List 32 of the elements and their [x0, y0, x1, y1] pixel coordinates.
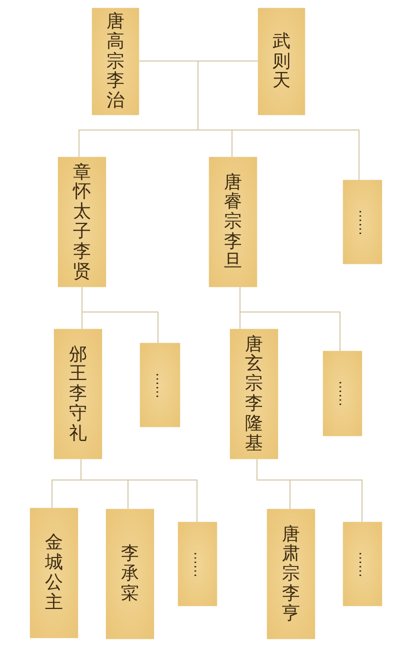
name-box	[92, 8, 139, 115]
name-box	[209, 157, 257, 287]
ellipsis-text: ……	[336, 380, 349, 406]
connector-line	[80, 458, 198, 522]
connector-line	[82, 286, 158, 344]
name-text: 唐高宗李治	[106, 12, 124, 111]
connector-line	[256, 458, 362, 522]
name-box	[343, 522, 382, 606]
name-box	[140, 343, 180, 427]
name-box	[267, 509, 315, 639]
ellipsis-text: ……	[356, 551, 369, 577]
ellipsis-text: ……	[191, 551, 204, 577]
name-box	[323, 351, 362, 436]
name-box	[343, 180, 382, 264]
connector-line	[240, 286, 340, 352]
ellipsis-text: ……	[356, 209, 369, 235]
name-box	[178, 522, 217, 606]
name-box	[230, 329, 278, 459]
name-text: 唐睿宗李旦	[224, 172, 242, 272]
name-text: 唐肃宗李亨	[282, 524, 300, 624]
name-text: 李承寀	[121, 544, 139, 604]
name-box	[58, 157, 106, 287]
name-text: 章怀太子李贤	[73, 162, 91, 282]
name-text: 武则天	[272, 32, 290, 92]
ellipsis-text: ……	[154, 372, 166, 398]
name-text: 唐玄宗李隆基	[245, 334, 263, 454]
name-box	[258, 8, 305, 115]
name-box	[30, 508, 78, 638]
name-box	[54, 329, 102, 459]
name-text: 邠王李守礼	[69, 344, 87, 444]
name-box	[106, 509, 154, 639]
name-text: 金城公主	[45, 533, 63, 613]
